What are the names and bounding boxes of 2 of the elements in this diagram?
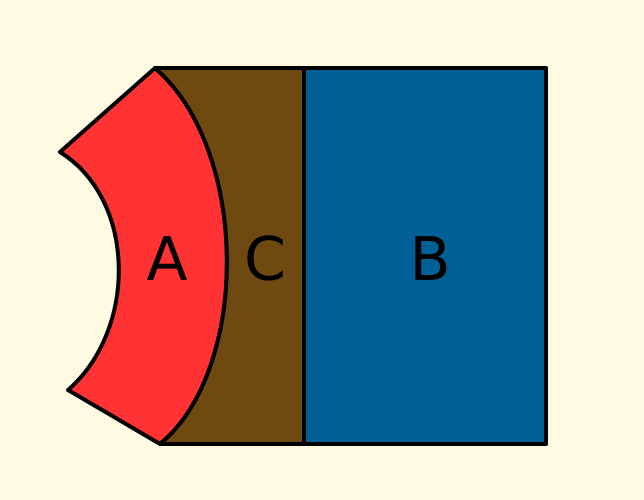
rectangle-region: B bbox=[302, 66, 548, 446]
curved-segment: A bbox=[58, 66, 229, 446]
